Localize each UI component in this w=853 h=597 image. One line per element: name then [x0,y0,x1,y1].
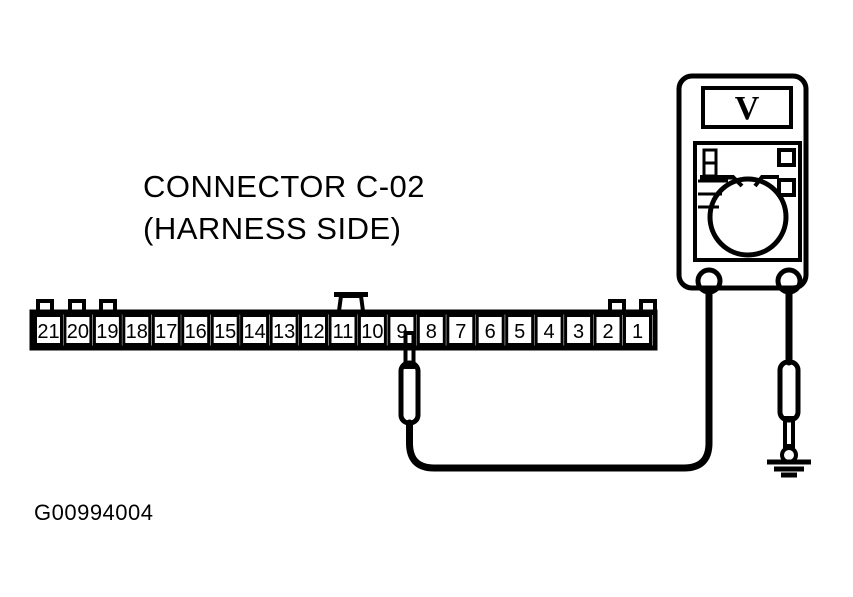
pin-cell [63,314,93,346]
pin-cell [475,314,505,346]
pin-number: 1 [632,321,643,343]
display-value: V [735,90,760,127]
pin-cell [181,314,211,346]
connector-body [29,309,658,351]
pin-number: 21 [37,321,59,343]
pin-cell [505,314,535,346]
pin-number: 15 [214,321,236,343]
function-button[interactable] [777,178,796,197]
probe-handle [398,360,421,426]
pin-number: 9 [396,321,407,343]
pin-number: 12 [302,321,324,343]
pin-cell [269,314,299,346]
indicator-cell [702,161,718,178]
chassis-ground-symbol [767,446,811,478]
pin-number: 5 [514,321,525,343]
connector-center-latch [337,294,365,312]
pin-number: 16 [185,321,207,343]
pin-number: 7 [455,321,466,343]
pin-number: 6 [485,321,496,343]
pin-number: 8 [426,321,437,343]
pin-cell [357,314,387,346]
probe-tip [403,331,416,369]
multimeter-case [676,73,809,291]
pin-number: 3 [573,321,584,343]
ground-probe-handle [777,359,801,423]
pin-cell [328,314,358,346]
pin-number: 10 [361,321,383,343]
connector-pin-cells [34,314,652,346]
positive-probe-assembly [398,288,713,472]
connector-latch-top [334,292,368,297]
pin-cell [151,314,181,346]
connector-c-02: 21 20 19 18 17 16 15 14 13 12 11 10 9 8 … [29,292,658,351]
pin-number: 2 [602,321,613,343]
positive-test-lead [406,288,713,472]
multimeter: V [676,73,809,295]
dial-right-bracket [753,175,779,188]
pin-number: 19 [96,321,118,343]
function-button[interactable] [777,148,796,167]
dial-pointer-bracket [700,175,744,188]
pin-cell [416,314,446,346]
pin-cell [210,314,240,346]
pin-cell [534,314,564,346]
pin-cell [564,314,594,346]
pin-number: 14 [243,321,265,343]
pin-number: 18 [126,321,148,343]
multimeter-control-panel [693,141,802,262]
pin-cell [623,314,652,346]
indicator-cell [702,148,718,165]
multimeter-display [701,86,793,129]
pin-cell-probed [387,314,417,346]
pin-cell [593,314,623,346]
ground-probe-assembly [767,288,811,478]
pin-cell [92,314,122,346]
pin-cell [446,314,476,346]
rotary-dial[interactable] [707,176,789,258]
connector-caption: CONNECTOR C-02 (HARNESS SIDE) [143,166,425,250]
figure-id-label: G00994004 [34,500,154,525]
pin-number: 13 [273,321,295,343]
pin-cell [240,314,270,346]
pin-number: 17 [155,321,177,343]
pin-number: 4 [544,321,555,343]
connector-pin-numbers: 21 20 19 18 17 16 15 14 13 12 11 10 9 8 … [37,321,643,343]
pin-cell [299,314,328,346]
pin-cell [34,314,63,346]
caption-line-2: (HARNESS SIDE) [143,211,402,246]
pin-number: 11 [333,321,354,343]
pin-number: 20 [67,321,89,343]
caption-line-1: CONNECTOR C-02 [143,169,426,204]
pin-cell [122,314,152,346]
